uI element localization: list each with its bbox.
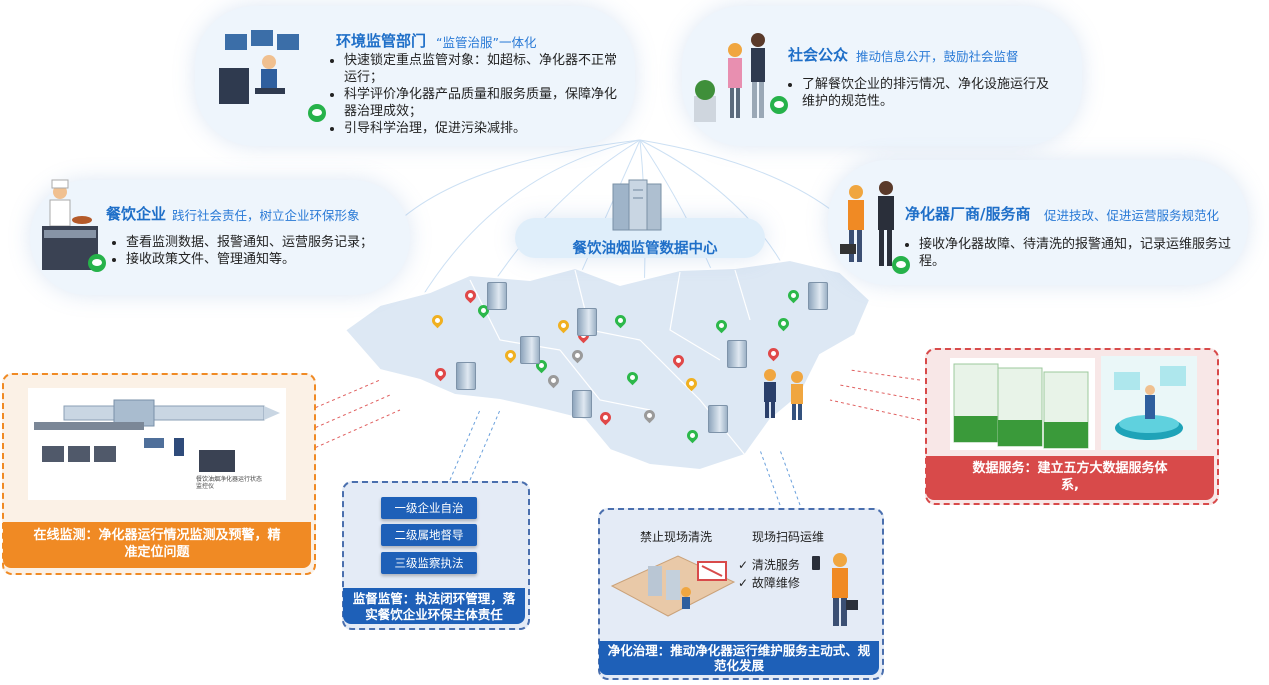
bullet: 快速锁定重点监管对象：如超标、净化器不正常运行； bbox=[344, 52, 629, 86]
duct-system-diagram bbox=[34, 399, 280, 472]
check-icon: ✓ bbox=[738, 576, 752, 590]
purifier-device bbox=[808, 282, 828, 310]
public-bullets: 了解餐饮企业的排污情况、净化设施运行及维护的规范性。 bbox=[788, 76, 1052, 110]
wechat-icon bbox=[892, 256, 910, 274]
technician-illustration bbox=[812, 553, 858, 626]
vendor-bullets: 接收净化器故障、待清洗的报警通知，记录运维服务过程。 bbox=[905, 236, 1239, 270]
vendor-subtitle: 促进技改、促进运营服务规范化 bbox=[1044, 208, 1220, 223]
purifier-device bbox=[727, 340, 747, 368]
purifier-device bbox=[577, 308, 597, 336]
monitoring-staff-illustration bbox=[219, 30, 299, 104]
wechat-icon bbox=[770, 96, 788, 114]
level-2-tag: 二级属地督导 bbox=[381, 524, 477, 546]
public-cloud bbox=[682, 6, 1082, 146]
level-3-tag: 三级监察执法 bbox=[381, 552, 477, 574]
env-dept-subtitle: “监管治服”一体化 bbox=[436, 35, 537, 50]
purifier-device bbox=[572, 390, 592, 418]
bullet: 科学评价净化器产品质量和服务质量，保障净化器治理成效； bbox=[344, 86, 629, 120]
data-service-banner: 数据服务：建立五方大数据服务体系, bbox=[926, 456, 1214, 500]
level-1-tag: 一级企业自治 bbox=[381, 497, 477, 519]
report-books-illustration bbox=[953, 363, 1089, 449]
public-subtitle: 推动信息公开，鼓励社会监督 bbox=[856, 49, 1019, 64]
analytics-illustration bbox=[1114, 366, 1186, 440]
bullet: 接收政策文件、管理通知等。 bbox=[126, 251, 426, 268]
check-icon: ✓ bbox=[738, 558, 752, 572]
bullet: 引导科学治理，促进污染减排。 bbox=[344, 120, 629, 137]
restaurant-subtitle: 践行社会责任，树立企业环保形象 bbox=[172, 208, 360, 223]
check-item-repair: ✓ 故障维修 bbox=[738, 574, 800, 591]
vendor-workers-illustration bbox=[840, 181, 894, 266]
bullet: 了解餐饮企业的排污情况、净化设施运行及维护的规范性。 bbox=[802, 76, 1052, 110]
check-label: 清洗服务 bbox=[751, 558, 800, 572]
online-banner: 在线监测：净化器运行情况监测及预警，精准定位问题 bbox=[3, 522, 311, 568]
public-title: 社会公众 bbox=[788, 46, 849, 64]
kitchen-illustration bbox=[610, 555, 736, 617]
purifier-device bbox=[487, 282, 507, 310]
restaurant-title: 餐饮企业 bbox=[106, 205, 167, 223]
purifier-device bbox=[456, 362, 476, 390]
purifier-device bbox=[520, 336, 540, 364]
vendor-title: 净化器厂商/服务商 bbox=[905, 205, 1031, 223]
governance-left-label: 禁止现场清洗 bbox=[640, 530, 713, 544]
public-people-illustration bbox=[694, 33, 765, 122]
env-dept-title: 环境监管部门 bbox=[336, 32, 427, 50]
check-item-cleaning: ✓ 清洗服务 bbox=[738, 556, 800, 573]
data-center-label: 餐饮油烟监管数据中心 bbox=[572, 241, 718, 257]
governance-banner: 净化治理：推动净化器运行维护服务主动式、规范化发展 bbox=[599, 641, 879, 675]
wechat-icon bbox=[88, 254, 106, 272]
check-label: 故障维修 bbox=[751, 576, 800, 590]
online-diagram-label: 餐饮油烟净化器运行状态监控仪 bbox=[196, 476, 263, 490]
bullet: 接收净化器故障、待清洗的报警通知，记录运维服务过程。 bbox=[919, 236, 1239, 270]
purifier-device bbox=[708, 405, 728, 433]
restaurant-bullets: 查看监测数据、报警通知、运营服务记录； 接收政策文件、管理通知等。 bbox=[112, 234, 426, 268]
supervision-banner: 监督监管：执法闭环管理，落实餐饮企业环保主体责任 bbox=[343, 588, 525, 624]
bullet: 查看监测数据、报警通知、运营服务记录； bbox=[126, 234, 426, 251]
china-map bbox=[343, 258, 872, 472]
server-icon bbox=[612, 179, 662, 231]
workers-illustration bbox=[764, 369, 803, 420]
governance-right-label: 现场扫码运维 bbox=[752, 530, 825, 544]
env-dept-bullets: 快速锁定重点监管对象：如超标、净化器不正常运行； 科学评价净化器产品质量和服务质… bbox=[330, 52, 629, 137]
wechat-icon bbox=[308, 104, 326, 122]
